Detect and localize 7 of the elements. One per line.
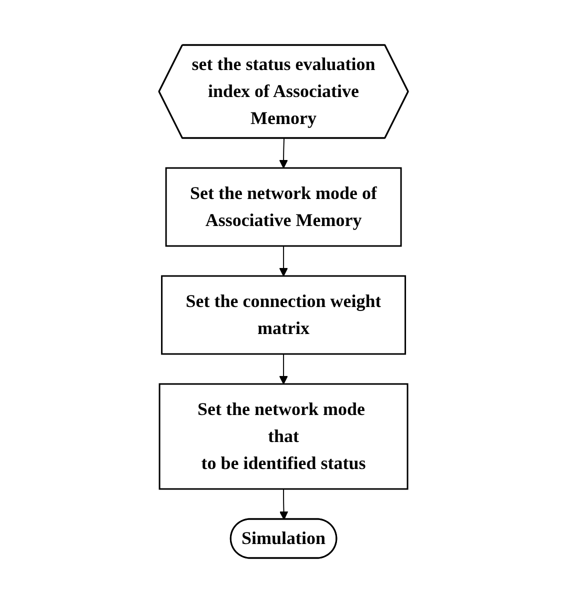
node-box: Set the network mode that to be identified status xyxy=(159,383,409,490)
arrow xyxy=(280,354,288,384)
node-box: Set the connection weight matrix xyxy=(162,275,406,355)
arrow xyxy=(280,138,288,168)
node-box: Set the network mode of Associative Memory xyxy=(166,167,402,247)
arrow xyxy=(280,246,288,276)
arrow xyxy=(280,488,289,520)
